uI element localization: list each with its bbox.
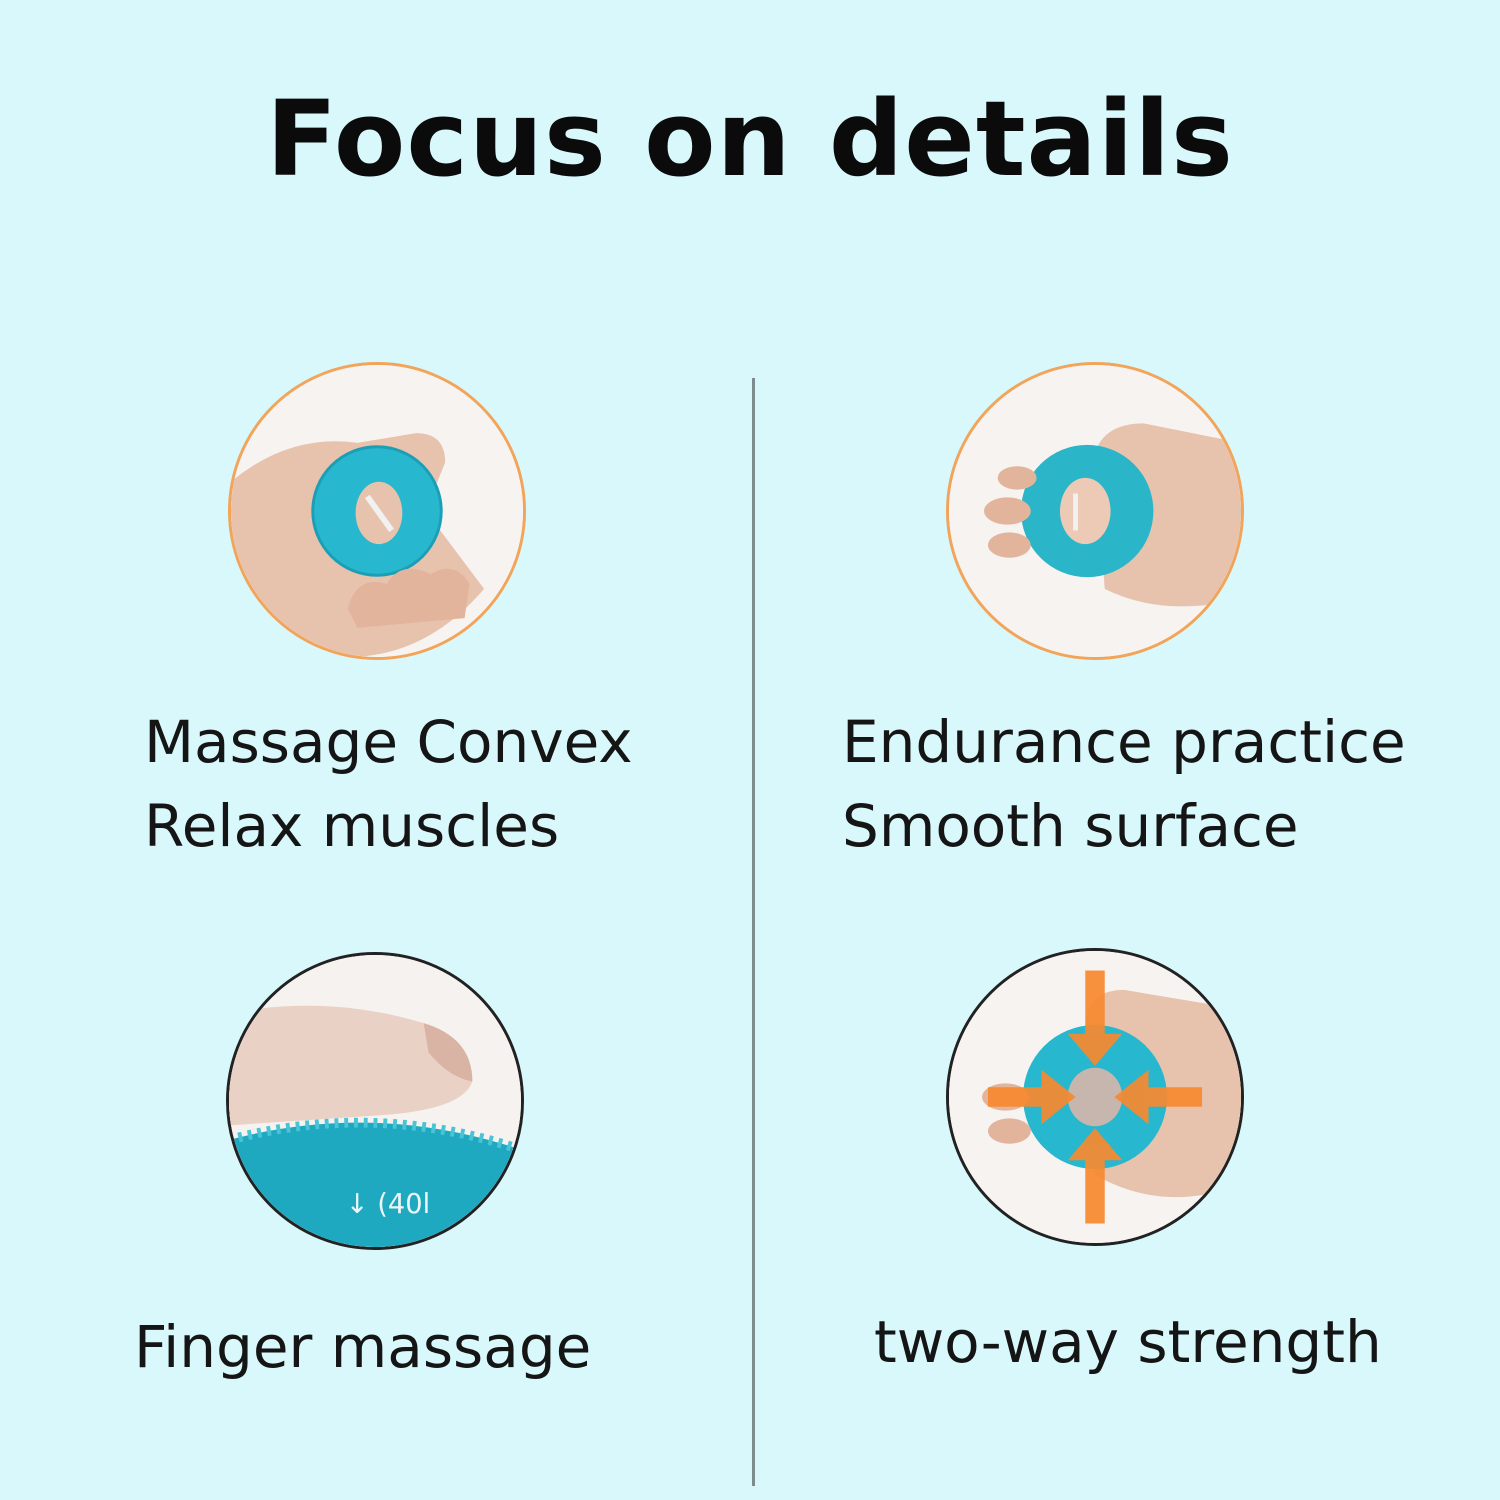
vertical-divider — [752, 378, 755, 1486]
caption-line: Massage Convex — [144, 708, 633, 776]
caption-line: Endurance practice — [842, 708, 1406, 776]
caption-line: Relax muscles — [144, 792, 560, 860]
finger-massage-closeup-photo: ↓ (40l — [226, 952, 524, 1250]
caption-line: two-way strength — [874, 1308, 1382, 1376]
endurance-grip-photo — [946, 362, 1244, 660]
caption-line: Finger massage — [134, 1313, 592, 1381]
feature-caption-finger-massage: Finger massage — [134, 1305, 591, 1389]
feature-caption-two-way-strength: two-way strength — [874, 1300, 1382, 1384]
feature-caption-massage-convex: Massage Convex Relax muscles — [144, 700, 633, 868]
two-way-strength-photo — [946, 948, 1244, 1246]
feature-caption-endurance: Endurance practice Smooth surface — [842, 700, 1406, 868]
hand-grip-squeeze-photo — [228, 362, 526, 660]
caption-line: Smooth surface — [842, 792, 1299, 860]
photo-scale-text: ↓ (40l — [346, 1189, 430, 1220]
page-title: Focus on details — [266, 78, 1234, 200]
